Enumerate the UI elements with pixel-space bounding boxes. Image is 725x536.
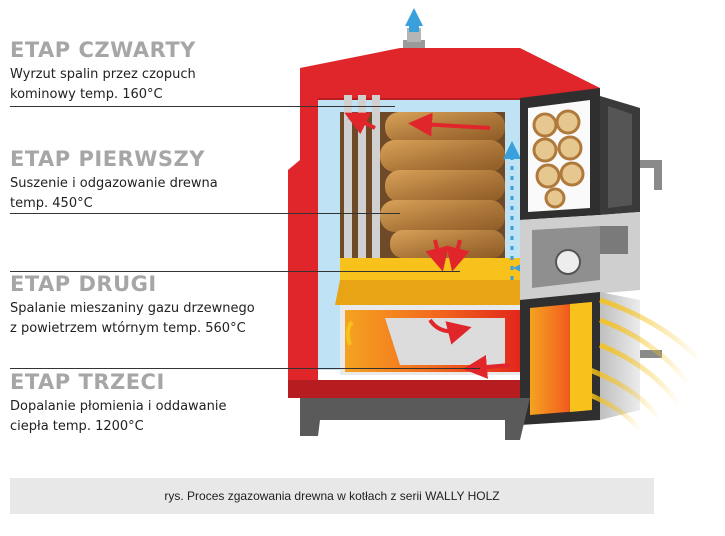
stage-3-desc-line-2: ciepła temp. 1200°C bbox=[10, 419, 144, 434]
stage-2-desc-line-2: z powietrzem wtórnym temp. 560°C bbox=[10, 321, 246, 336]
stage-2-title: ETAP DRUGI bbox=[10, 272, 157, 296]
flue-gas-arrows bbox=[344, 112, 511, 379]
exhaust-arrow-icon bbox=[405, 8, 423, 26]
stage-1-desc-line-2: temp. 450°C bbox=[10, 196, 93, 211]
air-control-panel bbox=[520, 212, 640, 300]
stage-4-desc-line-1: Wyrzut spalin przez czopuch bbox=[10, 67, 196, 82]
stage-4-title: ETAP CZWARTY bbox=[10, 38, 196, 62]
leader-line-stage-4 bbox=[10, 106, 395, 107]
leader-line-stage-3 bbox=[10, 368, 480, 369]
boiler-left-wall bbox=[288, 98, 318, 380]
figure-caption: rys. Proces zgazowania drewna w kotłach … bbox=[164, 489, 500, 503]
stage-2-desc-line-1: Spalanie mieszaniny gazu drzewnego bbox=[10, 301, 255, 316]
loading-door bbox=[520, 88, 662, 220]
stage-3-desc-line-1: Dopalanie płomienia i oddawanie bbox=[10, 399, 227, 414]
stage-4-desc-line-2: kominowy temp. 160°C bbox=[10, 87, 163, 102]
stage-1-desc-line-1: Suszenie i odgazowanie drewna bbox=[10, 176, 218, 191]
leader-line-stage-1 bbox=[10, 213, 400, 214]
heat-radiation bbox=[589, 297, 702, 432]
stage-3-title: ETAP TRZECI bbox=[10, 370, 165, 394]
leader-line-stage-2 bbox=[10, 271, 460, 272]
boiler-base bbox=[300, 398, 530, 440]
wood-logs bbox=[380, 112, 505, 258]
ash-door bbox=[520, 292, 662, 425]
boiler-top bbox=[300, 48, 600, 98]
water-jacket bbox=[318, 100, 340, 370]
caption-box: rys. Proces zgazowania drewna w kotłach … bbox=[10, 478, 654, 514]
stage-1-title: ETAP PIERWSZY bbox=[10, 147, 205, 171]
